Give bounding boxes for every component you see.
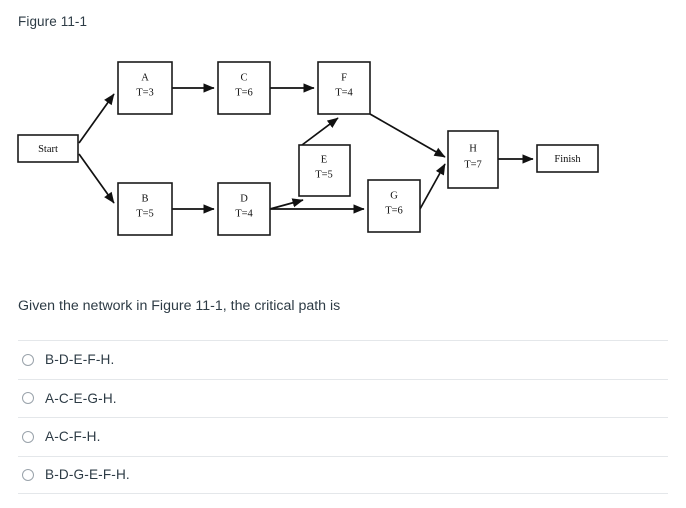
edge-g-to-h — [419, 163, 446, 210]
node-c-duration: T=6 — [235, 87, 253, 98]
node-a-label: A — [141, 72, 149, 83]
node-start: Start — [17, 134, 79, 163]
edge-group — [78, 83, 534, 214]
node-c-label: C — [240, 72, 247, 83]
node-b: B T=5 — [117, 182, 173, 236]
answer-option-label-3: A-C-F-H. — [45, 429, 101, 445]
node-g-label: G — [390, 190, 398, 201]
node-finish: Finish — [536, 144, 599, 173]
node-finish-label: Finish — [554, 154, 581, 165]
radio-button-icon-1[interactable] — [22, 353, 34, 366]
edge-e-to-f — [301, 117, 339, 146]
node-start-label: Start — [38, 144, 58, 155]
node-d: D T=4 — [217, 182, 271, 236]
answer-option-3[interactable]: A-C-F-H. — [18, 417, 668, 456]
radio-button-icon-3[interactable] — [22, 430, 34, 443]
node-e: E T=5 — [298, 144, 351, 197]
answer-options-list: B-D-E-F-H. A-C-E-G-H. A-C-F-H. B-D-G-E-F… — [18, 340, 668, 494]
node-b-duration: T=5 — [136, 208, 154, 219]
node-b-label: B — [141, 193, 148, 204]
answer-option-label-2: A-C-E-G-H. — [45, 390, 117, 406]
answer-option-label-4: B-D-G-E-F-H. — [45, 467, 130, 483]
node-f: F T=4 — [317, 61, 371, 115]
node-h-label: H — [469, 143, 477, 154]
node-h: H T=7 — [447, 130, 499, 189]
node-g: G T=6 — [367, 179, 421, 233]
node-f-label: F — [341, 72, 347, 83]
node-d-label: D — [240, 193, 248, 204]
radio-button-icon-2[interactable] — [22, 392, 34, 405]
answer-option-label-1: B-D-E-F-H. — [45, 352, 115, 368]
node-f-duration: T=4 — [335, 87, 353, 98]
edge-d-to-e — [269, 198, 304, 210]
edge-start-to-b — [78, 153, 115, 204]
node-e-duration: T=5 — [315, 169, 333, 180]
node-a-duration: T=3 — [136, 87, 154, 98]
network-diagram: Start A T=3 C T=6 F T=4 E T=5 B T=5 — [0, 46, 686, 246]
node-h-duration: T=7 — [464, 159, 482, 170]
edge-f-to-h — [369, 113, 446, 158]
node-e-label: E — [321, 154, 327, 165]
answer-option-1[interactable]: B-D-E-F-H. — [18, 340, 668, 379]
node-a: A T=3 — [117, 61, 173, 115]
edge-start-to-a — [78, 93, 115, 144]
node-d-duration: T=4 — [235, 208, 253, 219]
answer-option-4[interactable]: B-D-G-E-F-H. — [18, 455, 668, 494]
node-c: C T=6 — [217, 61, 271, 115]
radio-button-icon-4[interactable] — [22, 468, 34, 481]
figure-caption: Figure 11-1 — [18, 14, 88, 29]
answer-option-2[interactable]: A-C-E-G-H. — [18, 378, 668, 418]
node-g-duration: T=6 — [385, 205, 403, 216]
network-diagram-canvas: Start A T=3 C T=6 F T=4 E T=5 B T=5 — [17, 61, 599, 236]
question-prompt: Given the network in Figure 11-1, the cr… — [18, 298, 341, 314]
